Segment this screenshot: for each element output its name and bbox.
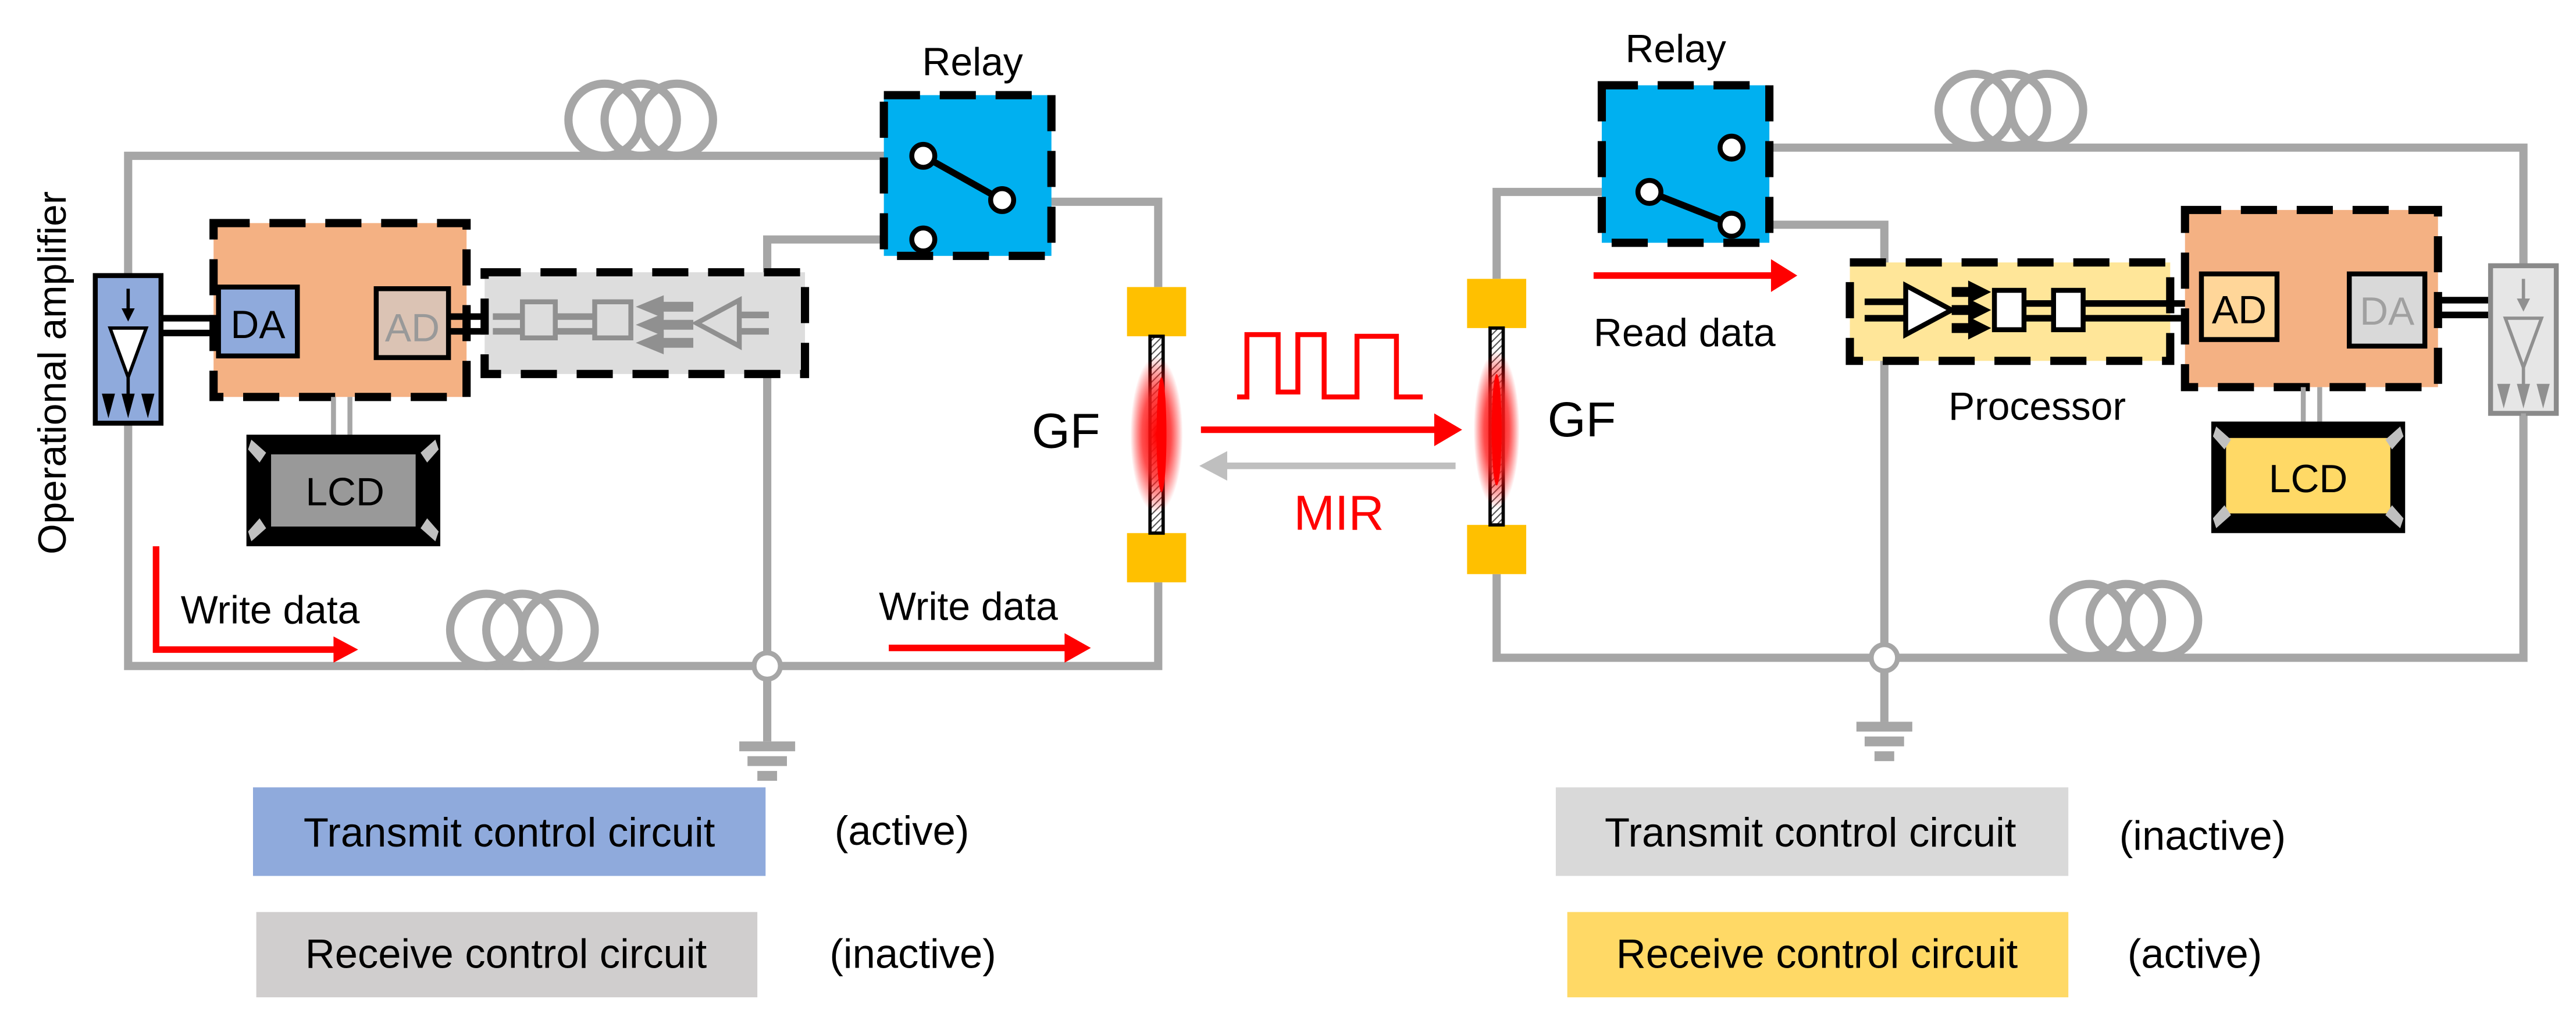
left-bottom-coil <box>446 589 599 670</box>
right-da-module[interactable]: DA <box>2346 271 2428 349</box>
left-write-arrow-1 <box>152 546 358 663</box>
center-signal: MIR <box>1199 332 1462 540</box>
left-relay-label: Relay <box>922 41 1023 84</box>
left-lcd[interactable]: LCD <box>246 435 440 546</box>
read-data-arrow <box>1593 259 1798 292</box>
legend-right-transmit-swatch <box>1555 787 2069 876</box>
left-receive-chain[interactable] <box>480 268 810 378</box>
left-opamp[interactable] <box>92 273 164 426</box>
left-da-label: DA <box>230 303 286 347</box>
return-arrow-icon <box>1199 451 1456 481</box>
left-relay-contact-2 <box>988 186 1017 214</box>
right-relay-label: Relay <box>1625 27 1726 71</box>
legend-right-receive-state: (active) <box>2128 930 2262 976</box>
left-gf-device[interactable] <box>1127 287 1187 582</box>
left-top-coil <box>564 79 717 160</box>
left-lcd-label: LCD <box>305 470 384 514</box>
legend-left-receive-swatch <box>256 912 758 998</box>
pulse-waveform-icon <box>1237 332 1423 400</box>
right-relay-contact-1 <box>1718 133 1746 162</box>
right-gf-device[interactable] <box>1467 279 1527 574</box>
right-circuit: Relay Read data <box>1467 27 2559 762</box>
right-gf-upper-wire <box>1492 187 1647 279</box>
right-ad-label: AD <box>2212 288 2267 332</box>
right-relay-lower-wire <box>1734 221 1889 645</box>
right-ad-module[interactable]: AD <box>2199 271 2280 342</box>
processor-label: Processor <box>1948 385 2126 429</box>
left-relay[interactable] <box>879 91 1056 260</box>
right-bottom-coil <box>2049 579 2203 660</box>
right-lcd[interactable]: LCD <box>2211 421 2406 534</box>
right-junction <box>1869 642 1900 674</box>
legend-left-receive-label: Receive control circuit <box>305 930 707 976</box>
legend-right-receive-swatch <box>1567 912 2069 998</box>
left-bottom-wire <box>124 423 1163 670</box>
legend-right: Transmit control circuit (inactive) Rece… <box>1555 787 2286 998</box>
left-write-data-label-1: Write data <box>181 588 360 632</box>
left-relay-out-wire <box>1005 197 1163 287</box>
legend-right-receive-label: Receive control circuit <box>1616 930 2018 976</box>
right-gf-label: GF <box>1548 392 1616 447</box>
legend-left-receive-state: (inactive) <box>829 930 996 976</box>
right-da-label: DA <box>2360 290 2415 333</box>
right-top-coil <box>1934 69 2087 150</box>
legend-left-transmit-label: Transmit control circuit <box>304 809 715 855</box>
left-relay-lower-wire <box>763 235 924 653</box>
left-relay-contact-3 <box>909 225 938 254</box>
left-da-module[interactable]: DA <box>216 285 300 359</box>
legend-left-transmit-swatch <box>252 787 766 876</box>
right-relay[interactable] <box>1597 81 1774 247</box>
left-ad-label: AD <box>385 306 440 350</box>
left-opamp-label: Operational amplifier <box>31 191 74 554</box>
left-gf-label: GF <box>1032 403 1100 458</box>
forward-arrow-icon <box>1200 413 1462 446</box>
legend-left: Transmit control circuit (active) Receiv… <box>252 787 996 998</box>
left-ground-icon <box>739 741 796 781</box>
left-junction <box>751 650 783 682</box>
left-relay-contact-1 <box>909 141 938 170</box>
right-relay-contact-3 <box>1718 211 1746 239</box>
left-circuit: Relay Operational amplifier <box>31 41 1187 781</box>
right-receive-chain[interactable] <box>1845 258 2201 365</box>
left-ad-module[interactable]: AD <box>373 286 451 360</box>
read-data-label: Read data <box>1594 311 1776 355</box>
left-write-arrow-2 <box>889 633 1091 663</box>
legend-right-transmit-state: (inactive) <box>2119 812 2286 858</box>
right-opamp[interactable] <box>2488 263 2559 416</box>
right-relay-contact-2 <box>1635 177 1663 206</box>
right-ground-icon <box>1856 721 1912 762</box>
mir-label: MIR <box>1294 485 1384 540</box>
opamp-triangle-icon <box>108 326 149 382</box>
legend-left-transmit-state: (active) <box>835 808 969 854</box>
left-write-data-label-2: Write data <box>879 585 1058 629</box>
legend-right-transmit-label: Transmit control circuit <box>1605 809 2016 855</box>
right-lcd-label: LCD <box>2269 457 2348 501</box>
